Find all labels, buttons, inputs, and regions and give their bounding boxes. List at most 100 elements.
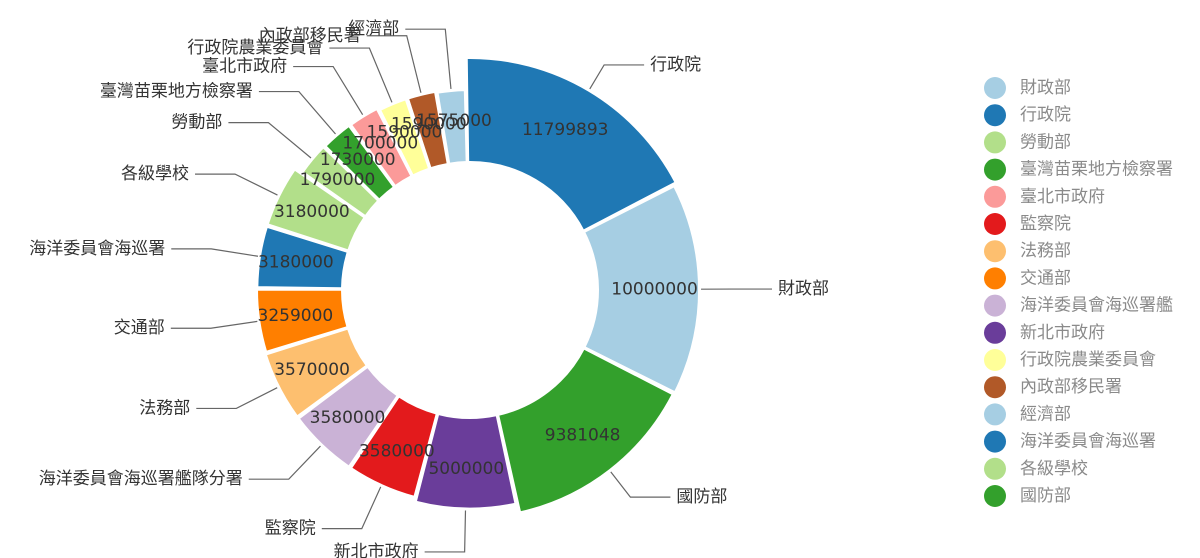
leader-lines <box>170 28 772 553</box>
legend-swatch-13 <box>984 403 1006 426</box>
slice-value-9: 3180000 <box>258 252 334 272</box>
donut-slices <box>256 57 700 514</box>
slice-8 <box>256 288 349 353</box>
legend-label-10: 新北市政府 <box>1020 323 1105 343</box>
slice-value-14: 1590000 <box>367 122 443 142</box>
slice-value-labels: 1179989310000000938104850000003580000358… <box>258 111 698 479</box>
legend-swatch-4 <box>984 158 1006 181</box>
slice-label-9: 海洋委員會海巡署 <box>29 239 165 259</box>
slice-value-3: 9381048 <box>545 425 621 445</box>
slice-value-1: 11799893 <box>522 120 609 140</box>
slice-value-10: 3180000 <box>274 202 350 222</box>
legend-label-8: 交通部 <box>1020 268 1071 288</box>
leader-line-14 <box>329 47 393 103</box>
leader-line-16 <box>405 28 452 89</box>
slice-11 <box>301 146 380 218</box>
leader-line-9 <box>171 248 259 257</box>
leader-line-6 <box>248 445 321 480</box>
slice-label-8: 交通部 <box>114 318 165 338</box>
leader-line-7 <box>196 387 278 410</box>
slice-value-11: 1790000 <box>300 170 376 190</box>
legend-label-14: 海洋委員會海巡署 <box>1020 432 1156 452</box>
slice-value-12: 1730000 <box>320 150 396 170</box>
slice-label-1: 行政院 <box>650 55 701 75</box>
legend-label-15: 各級學校 <box>1020 459 1088 479</box>
leader-line-15 <box>366 35 422 93</box>
slice-label-2: 財政部 <box>778 279 829 299</box>
slice-label-13: 臺北市政府 <box>202 57 287 77</box>
legend-label-12: 內政部移民署 <box>1020 377 1122 397</box>
slice-value-15: 1590000 <box>391 114 467 134</box>
legend-swatch-16 <box>984 485 1006 507</box>
legend-label-7: 法務部 <box>1020 241 1071 261</box>
slice-value-6: 3580000 <box>310 408 386 428</box>
slice-7 <box>264 327 368 418</box>
legend-label-5: 臺北市政府 <box>1020 187 1105 207</box>
leader-line-3 <box>610 471 671 498</box>
legend-swatch-6 <box>984 213 1006 235</box>
legend-swatch-11 <box>984 349 1006 371</box>
leader-line-5 <box>321 486 382 530</box>
legend-label-2: 行政院 <box>1020 105 1071 125</box>
slice-label-12: 臺灣苗栗地方檢察署 <box>100 82 253 102</box>
slice-label-11: 勞動部 <box>171 113 222 133</box>
legend-swatch-8 <box>984 267 1006 290</box>
slice-value-4: 5000000 <box>428 459 504 479</box>
legend-swatch-15 <box>984 457 1006 480</box>
legend-label-6: 監察院 <box>1020 214 1071 234</box>
slice-3 <box>497 347 674 514</box>
slice-label-14: 行政院農業委員會 <box>187 38 323 58</box>
slice-label-7: 法務部 <box>139 398 190 418</box>
legend-label-13: 經濟部 <box>1020 404 1071 424</box>
legend-label-16: 國防部 <box>1020 486 1071 506</box>
slice-12 <box>324 124 395 201</box>
slice-value-13: 1700000 <box>342 134 418 154</box>
leader-line-8 <box>170 320 258 329</box>
legend-swatch-12 <box>984 376 1006 399</box>
legend-label-3: 勞動部 <box>1020 132 1071 152</box>
legend-label-1: 財政部 <box>1020 78 1071 98</box>
legend-label-11: 行政院農業委員會 <box>1020 350 1156 370</box>
slice-4 <box>414 412 517 510</box>
legend-swatch-5 <box>984 185 1006 208</box>
legend-swatch-14 <box>984 430 1006 453</box>
leader-line-13 <box>293 65 364 116</box>
slice-13 <box>350 108 413 188</box>
slice-15 <box>407 90 449 170</box>
slice-value-2: 10000000 <box>611 279 698 299</box>
slice-value-16: 1575000 <box>416 111 492 131</box>
slice-label-16: 經濟部 <box>348 19 399 39</box>
leader-line-4 <box>424 510 467 553</box>
legend-swatch-3 <box>984 131 1006 154</box>
leader-line-1 <box>589 64 645 90</box>
legend-label-9: 海洋委員會海巡署艦 <box>1020 296 1173 316</box>
slice-label-3: 國防部 <box>676 487 727 507</box>
slice-16 <box>436 89 468 165</box>
leader-line-11 <box>228 122 312 159</box>
slice-value-8: 3259000 <box>258 306 334 326</box>
legend-swatch-10 <box>984 321 1006 344</box>
slice-10 <box>266 168 366 252</box>
slice-value-7: 3570000 <box>274 360 350 380</box>
legend-swatch-1 <box>984 77 1006 99</box>
slice-label-4: 新北市政府 <box>334 542 419 558</box>
slice-label-6: 海洋委員會海巡署艦隊分署 <box>39 469 243 489</box>
slice-2 <box>583 185 700 394</box>
slice-value-5: 3580000 <box>359 441 435 461</box>
legend-swatch-7 <box>984 240 1006 263</box>
legend-label-4: 臺灣苗栗地方檢察署 <box>1020 160 1173 180</box>
slice-5 <box>350 395 438 498</box>
slice-label-5: 監察院 <box>265 519 316 539</box>
leader-line-10 <box>195 173 278 196</box>
legend-swatch-9 <box>984 294 1006 317</box>
slice-9 <box>256 225 349 290</box>
slice-6 <box>297 365 399 468</box>
slice-14 <box>379 98 431 177</box>
slice-label-15: 內政部移民署 <box>259 26 361 46</box>
legend-swatch-2 <box>984 104 1006 127</box>
slice-1 <box>465 57 677 232</box>
chart-legend: 財政部行政院勞動部臺灣苗栗地方檢察署臺北市政府監察院法務部交通部海洋委員會海巡署… <box>984 77 1173 507</box>
leader-line-12 <box>258 90 336 135</box>
